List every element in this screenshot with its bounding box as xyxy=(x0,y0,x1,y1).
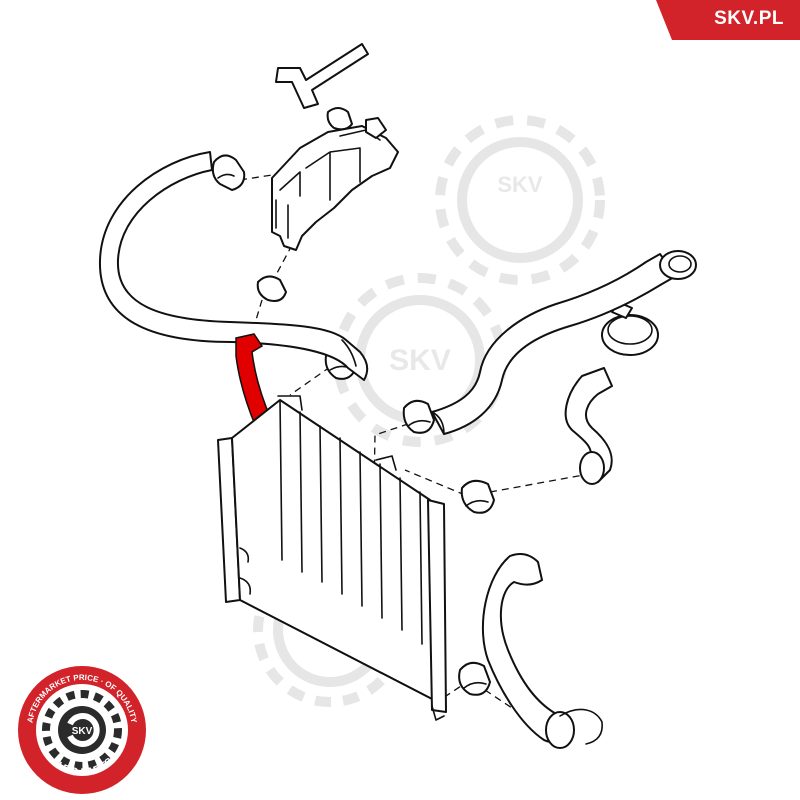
bottom-hose xyxy=(481,553,603,749)
brand-label[interactable]: SKV.PL xyxy=(714,8,784,29)
upper-hose xyxy=(98,151,369,381)
clamp-right-top xyxy=(402,399,435,434)
expansion-tank xyxy=(271,117,399,251)
watermark-text-top: SKV xyxy=(497,172,543,197)
radiator xyxy=(217,395,447,721)
clamp-radiator-side xyxy=(460,479,495,514)
watermark-text-middle: SKV xyxy=(389,344,451,377)
clamp-top-small xyxy=(326,107,353,131)
skv-auto-parts-seal: SKV AFTERMARKET PRICE · OF QUALITY AUTO … xyxy=(18,666,146,794)
watermark-gear-top: SKV xyxy=(435,115,605,285)
right-upper-hose xyxy=(431,250,697,435)
seal-center-text: SKV xyxy=(72,726,93,737)
right-middle-hose xyxy=(564,367,613,485)
hose-clamps xyxy=(211,107,659,696)
small-pipe xyxy=(275,43,369,109)
clamp-bottom xyxy=(458,661,491,696)
clamp-ring-large xyxy=(601,301,659,356)
brand-badge[interactable] xyxy=(638,0,800,40)
clamp-middle-left xyxy=(256,275,287,302)
clamp-top-left xyxy=(211,154,246,191)
